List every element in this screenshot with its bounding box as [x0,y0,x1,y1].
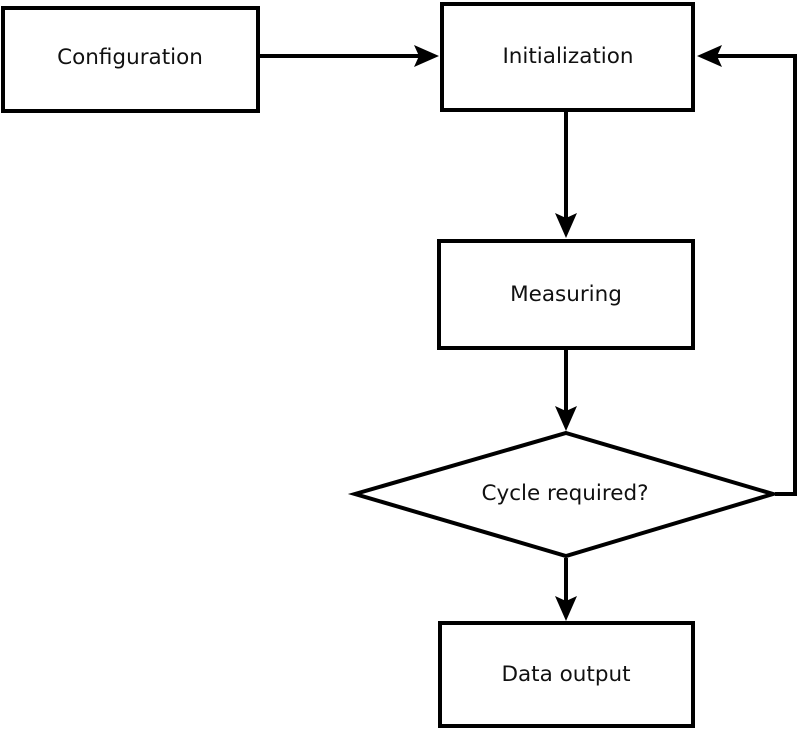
node-shape-measuring[interactable] [437,239,695,350]
edge-measuring-to-cycle-required [555,350,577,431]
node-shape-initialization[interactable] [440,2,695,112]
edge-configuration-to-initialization [260,45,439,67]
arrowhead-into-measuring-top [555,213,577,238]
arrowhead-into-data-output-top [555,596,577,621]
node-shape-cycle-required[interactable] [347,430,781,559]
node-label-cycle-required: Cycle required? [481,481,648,506]
arrowhead-into-cycle-required-top [555,406,577,431]
edge-line-feedback-loop [713,54,797,496]
node-label-configuration: Configuration [57,45,203,70]
node-shape-configuration[interactable] [1,6,260,113]
edge-cycle-required-to-initialization-feedback [697,45,797,496]
node-data-output[interactable]: Data output [438,621,695,728]
arrowhead-into-initialization-left [414,45,439,67]
node-label-data-output: Data output [501,662,630,687]
node-label-initialization: Initialization [502,44,633,69]
node-configuration[interactable]: Configuration [1,6,260,113]
edge-initialization-to-measuring [555,112,577,238]
node-measuring[interactable]: Measuring [437,239,695,350]
node-label-measuring: Measuring [510,282,622,307]
node-initialization[interactable]: Initialization [440,2,695,112]
node-cycle-required[interactable]: Cycle required? [347,430,781,559]
arrowhead-into-initialization-right [697,45,722,67]
edge-cycle-required-to-data-output [555,558,577,621]
node-shape-data-output[interactable] [438,621,695,728]
